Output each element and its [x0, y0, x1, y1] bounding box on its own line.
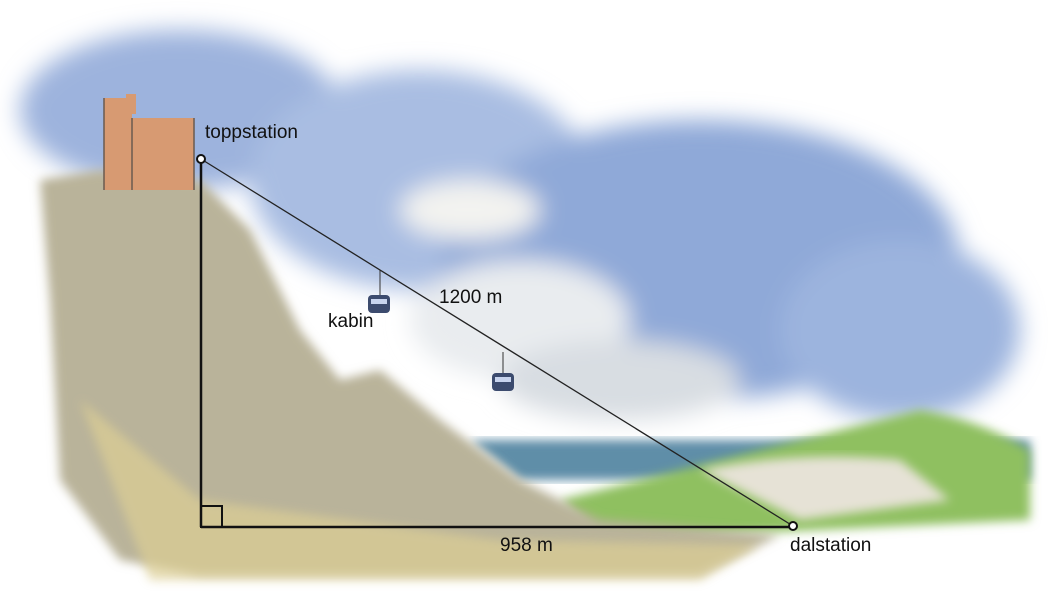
top-station-label: toppstation	[205, 122, 298, 143]
cable-line	[200, 158, 794, 527]
horizontal-distance-label: 958 m	[500, 535, 553, 556]
bottom-station-label: dalstation	[790, 535, 872, 556]
sky-clouds	[20, 30, 1020, 420]
town	[700, 456, 950, 520]
cabin-icon	[368, 270, 390, 313]
cliff-base	[80, 400, 760, 580]
cabin-label: kabin	[328, 311, 374, 332]
rocky-cliff	[40, 170, 780, 575]
bottom-station-point	[788, 521, 798, 531]
top-station-building	[103, 94, 195, 190]
cabin-icon	[492, 352, 514, 391]
top-station-point	[196, 154, 206, 164]
cable-length-label: 1200 m	[439, 287, 503, 308]
right-angle-marker	[200, 505, 223, 528]
